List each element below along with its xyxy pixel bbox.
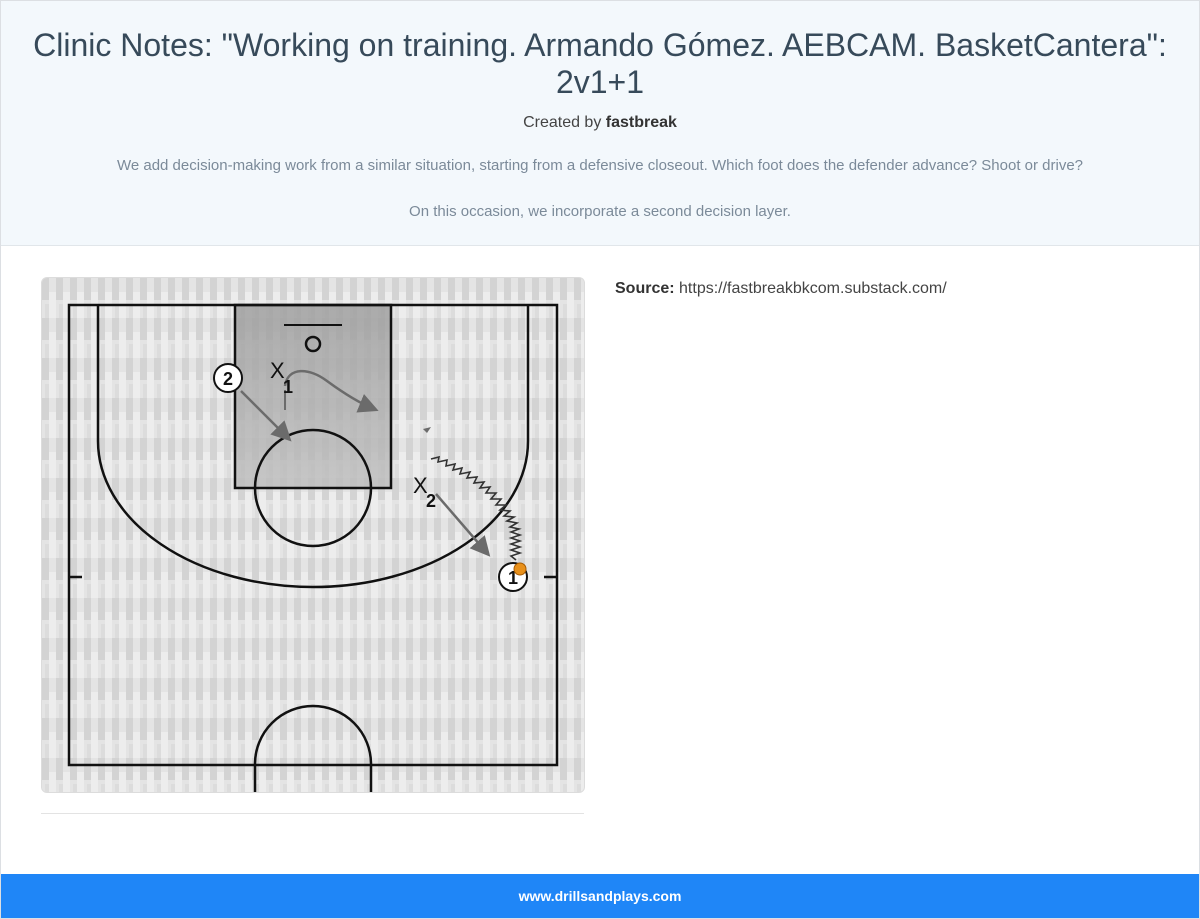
dribble-path — [430, 455, 523, 561]
author-byline: Created by fastbreak — [1, 114, 1199, 132]
free-throw-lane — [233, 303, 393, 490]
free-throw-circle — [253, 428, 373, 548]
basketball-icon — [513, 562, 527, 576]
movement-arrows — [240, 369, 491, 557]
defender-1-number: 1 — [283, 377, 293, 397]
source-url[interactable]: https://fastbreakbkcom.substack.com/ — [679, 280, 947, 297]
footer-bar: www.drillsandplays.com — [1, 874, 1199, 918]
dribble-arrowhead — [423, 427, 431, 433]
player-1-label: 1 — [508, 568, 518, 588]
defender-2-number: 2 — [426, 491, 436, 511]
page-title: Clinic Notes: "Working on training. Arma… — [33, 27, 1167, 100]
page-header: Clinic Notes: "Working on training. Arma… — [1, 1, 1199, 246]
defender-1-move-arrow — [283, 369, 379, 413]
player-2-cut-arrow — [240, 390, 292, 442]
footer-site-link[interactable]: www.drillsandplays.com — [518, 888, 682, 904]
source-line: Source: https://fastbreakbkcom.substack.… — [615, 280, 947, 298]
paint-area — [235, 305, 391, 488]
content-divider — [41, 813, 584, 814]
defender-2-closeout-arrow — [435, 493, 491, 557]
defender-2[interactable]: X 2 — [413, 473, 436, 511]
court-svg: 2 1 X 1 X 2 — [42, 278, 584, 792]
created-by-label: Created by — [523, 114, 602, 131]
player-2-label: 2 — [223, 369, 233, 389]
player-2[interactable]: 2 — [213, 363, 243, 393]
center-circle — [253, 704, 373, 792]
court-diagram: 2 1 X 1 X 2 — [41, 277, 585, 793]
defender-1[interactable]: X 1 — [270, 358, 293, 397]
source-label: Source: — [615, 280, 675, 297]
description-paragraph-1: We add decision-making work from a simil… — [116, 157, 1084, 174]
author-link[interactable]: fastbreak — [605, 114, 677, 131]
defender-2-symbol: X — [413, 473, 428, 498]
defender-1-symbol: X — [270, 358, 285, 383]
player-2-circle — [213, 363, 243, 393]
player-1[interactable]: 1 — [498, 562, 528, 592]
hoop — [304, 335, 322, 353]
description-paragraph-2: On this occasion, we incorporate a secon… — [409, 203, 791, 220]
